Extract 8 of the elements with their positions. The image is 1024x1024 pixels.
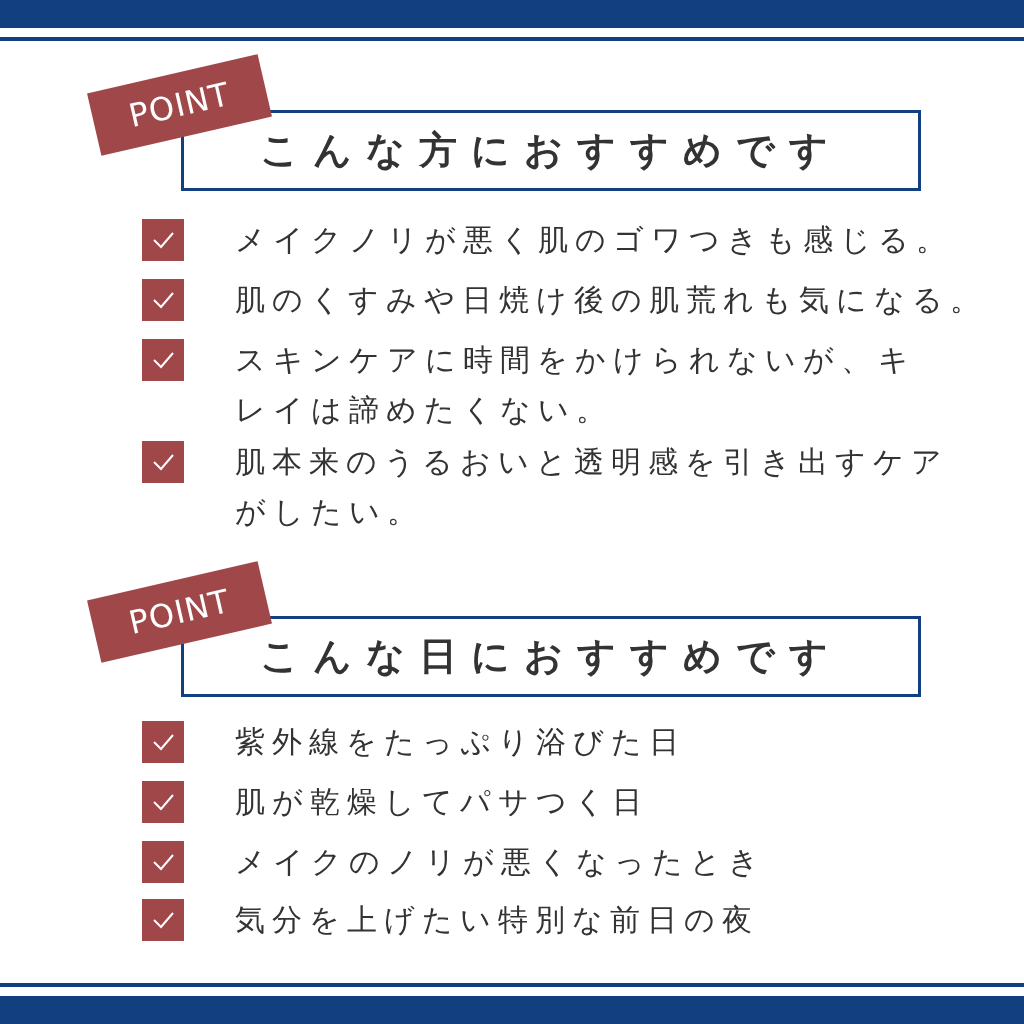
checklist-item: スキンケアに時間をかけられないが、キレイは諦めたくない。	[235, 341, 917, 429]
checklist-item: 気分を上げたい特別な前日の夜	[235, 901, 760, 939]
checklist-item: 肌本来のうるおいと透明感を引き出すケアがしたい。	[235, 443, 950, 531]
checklist-item: 肌が乾燥してパサつく日	[235, 783, 650, 821]
checklist-item: 紫外線をたっぷり浴びた日	[235, 723, 687, 761]
checklist-item: メイクのノリが悪くなったとき	[235, 843, 767, 881]
checklist-item: 肌のくすみや日焼け後の肌荒れも気になる。	[235, 281, 988, 319]
checklist-item: メイクノリが悪く肌のゴワつきも感じる。	[235, 221, 954, 259]
